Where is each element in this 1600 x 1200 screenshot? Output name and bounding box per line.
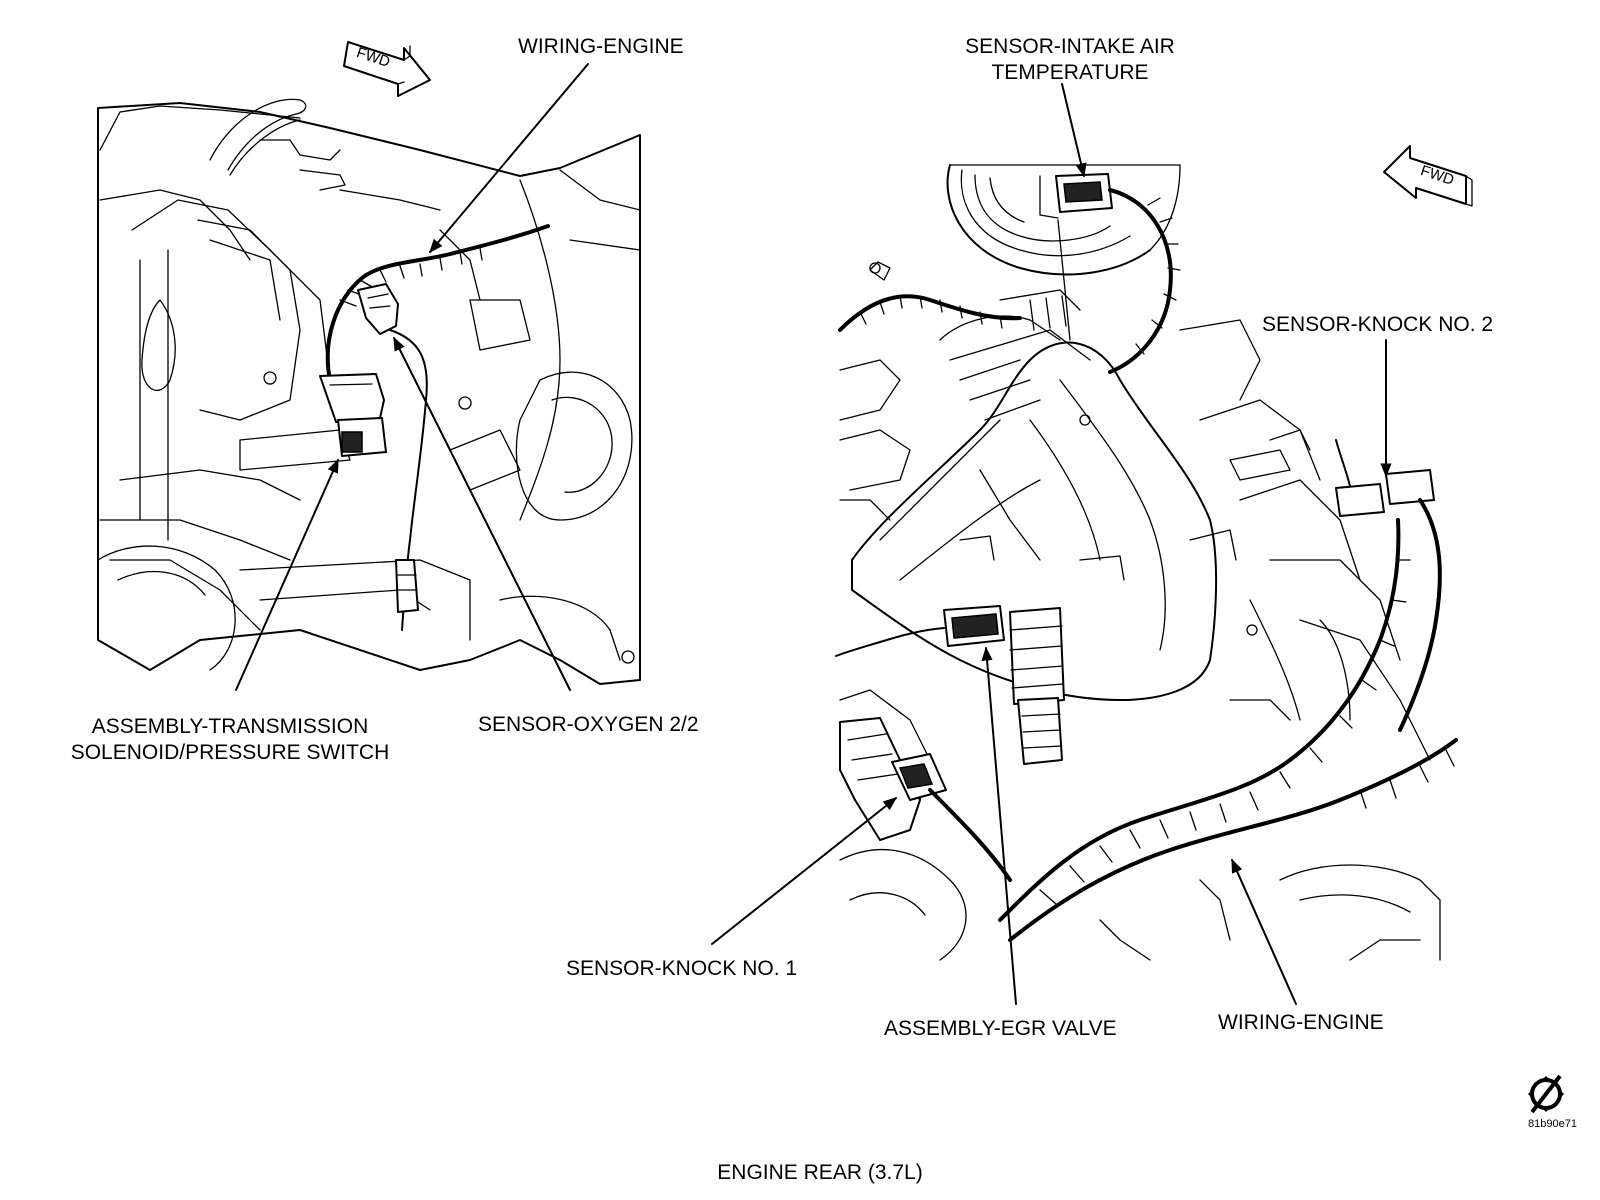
callout-knock-sensor-2: SENSOR-KNOCK NO. 2 [1262, 313, 1494, 336]
callout-iat-sensor-line1: SENSOR-INTAKE AIR [965, 35, 1175, 58]
leader-knock-sensor-1 [711, 797, 898, 945]
right-engine-illustration [835, 164, 1458, 961]
leader-transmission-solenoid [235, 458, 339, 691]
callout-wiring-engine-right: WIRING-ENGINE [1218, 1011, 1384, 1034]
figure-code: 81b90e71 [1528, 1118, 1577, 1130]
left-leader-lines [235, 63, 589, 691]
callout-iat-sensor-line2: TEMPERATURE [991, 61, 1149, 84]
callout-transmission-solenoid-line1: ASSEMBLY-TRANSMISSION [91, 715, 369, 738]
leader-wiring-engine-left [429, 63, 589, 254]
figure-caption: ENGINE REAR (3.7L) [717, 1161, 923, 1184]
callout-knock-sensor-1: SENSOR-KNOCK NO. 1 [566, 957, 798, 980]
leader-wiring-engine-right [1231, 858, 1297, 1005]
left-transmission-illustration [97, 98, 641, 685]
leader-egr-valve [981, 646, 1017, 1005]
callout-transmission-solenoid-line2: SOLENOID/PRESSURE SWITCH [70, 741, 390, 764]
right-leader-lines [711, 83, 1392, 1005]
callout-wiring-engine-left: WIRING-ENGINE [518, 35, 684, 58]
callout-oxygen-sensor: SENSOR-OXYGEN 2/2 [478, 713, 699, 736]
manual-symbol-icon [1528, 1074, 1564, 1114]
leader-iat-sensor [1061, 83, 1087, 178]
left-fwd-arrow [343, 41, 431, 97]
callout-egr-valve: ASSEMBLY-EGR VALVE [884, 1017, 1117, 1040]
leader-oxygen-sensor [393, 336, 571, 691]
right-fwd-arrow [1383, 145, 1473, 207]
